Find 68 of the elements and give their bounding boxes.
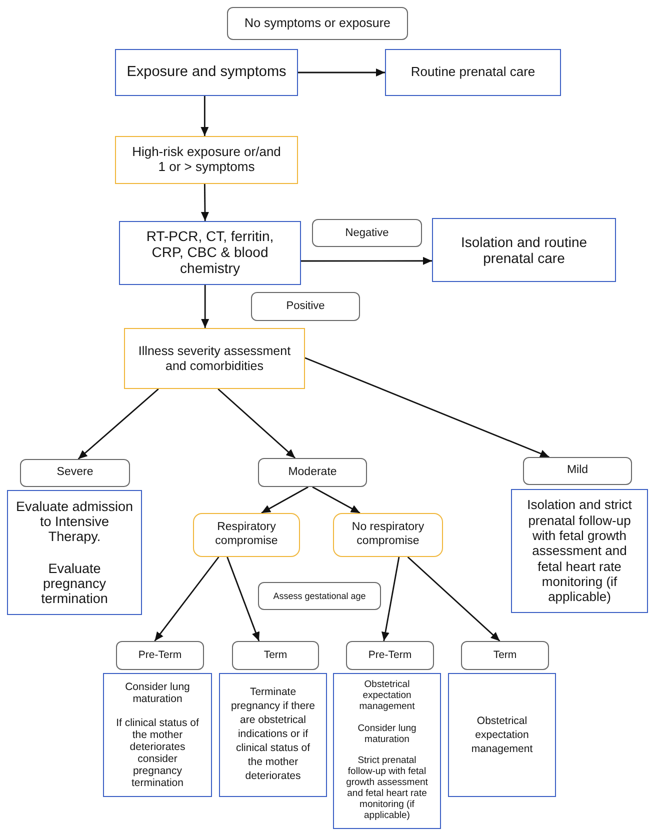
decision-box: [124, 328, 305, 389]
category-label: Assess gestational age: [273, 590, 366, 602]
process-box: [119, 221, 301, 285]
step-text: Obstetrical expectation management: [358, 680, 416, 714]
category-tag: [258, 458, 367, 487]
step-text: Evaluate pregnancy termination: [40, 560, 109, 606]
decision-box: [193, 513, 300, 557]
category-tag: [227, 7, 408, 40]
category-label: Pre-Term: [138, 649, 182, 662]
process-box: [115, 49, 298, 96]
category-label: Mild: [566, 464, 588, 478]
category-tag: [251, 292, 360, 321]
category-tag: [116, 641, 204, 670]
step-text: Consider lung maturation: [356, 724, 418, 746]
category-label: Pre-Term: [368, 649, 412, 662]
category-label: Negative: [345, 226, 389, 240]
category-tag: [523, 457, 632, 485]
arrow: [382, 556, 400, 642]
step-text: Obstetrical expectation management: [470, 714, 534, 756]
process-box: [7, 490, 142, 615]
process-box: [219, 673, 327, 797]
process-box: [448, 673, 556, 797]
arrow: [312, 486, 360, 514]
condition-text: Illness severity assessment and comorbidities: [137, 344, 292, 374]
decision-box: [333, 513, 443, 557]
arrow: [261, 486, 308, 514]
step-text: Strict prenatal follow-up with fetal growth assessment and fetal heart rate monitoring (if applicable): [345, 756, 429, 822]
arrow: [200, 184, 209, 221]
step-text: Evaluate admission to Intensive Therapy.: [14, 499, 134, 544]
arrow: [218, 388, 296, 459]
arrow: [304, 357, 550, 458]
condition-text: High-risk exposure or/and 1 or > symptoms: [131, 145, 282, 175]
arrow: [154, 556, 220, 642]
arrow: [407, 556, 500, 642]
category-label: Moderate: [288, 466, 337, 480]
process-box: [511, 489, 648, 613]
process-box: [385, 49, 561, 96]
category-label: Positive: [286, 300, 325, 313]
step-text: Terminate pregnancy if there are obstetrical indications or if clinical status of the mother deteriorates: [230, 686, 316, 784]
arrow: [201, 285, 210, 328]
category-tag: [461, 641, 549, 670]
category-label: Severe: [56, 466, 94, 480]
category-label: Term: [264, 649, 288, 662]
step-text: Isolation and strict prenatal follow-up with fetal growth assessment and fetal heart rate monitoring (if applicable): [526, 497, 633, 605]
step-text: If clinical status of the mother deteriorates consider pregnancy termination: [115, 716, 200, 790]
category-tag: [312, 219, 422, 247]
step-text: Isolation and routine prenatal care: [460, 234, 588, 266]
arrow: [200, 96, 209, 136]
process-box: [432, 218, 616, 282]
arrow: [298, 68, 385, 76]
step-text: Routine prenatal care: [410, 65, 536, 80]
arrow: [78, 388, 159, 460]
process-box: [103, 673, 212, 797]
category-tag: [346, 641, 434, 670]
process-box: [333, 673, 441, 829]
category-tag: [20, 459, 130, 487]
condition-text: Respiratory compromise: [214, 521, 279, 549]
category-label: No symptoms or exposure: [244, 16, 390, 31]
decision-box: [115, 136, 298, 184]
step-text: RT-PCR, CT, ferritin, CRP, CBC & blood chemistry: [145, 229, 275, 276]
condition-text: No respiratory compromise: [350, 521, 426, 549]
step-text: Exposure and symptoms: [126, 64, 286, 81]
category-label: Term: [493, 649, 517, 662]
arrow: [226, 556, 260, 642]
step-text: Consider lung maturation: [124, 680, 191, 706]
category-tag: [232, 641, 319, 670]
category-tag: [258, 582, 381, 610]
arrow: [301, 256, 432, 265]
